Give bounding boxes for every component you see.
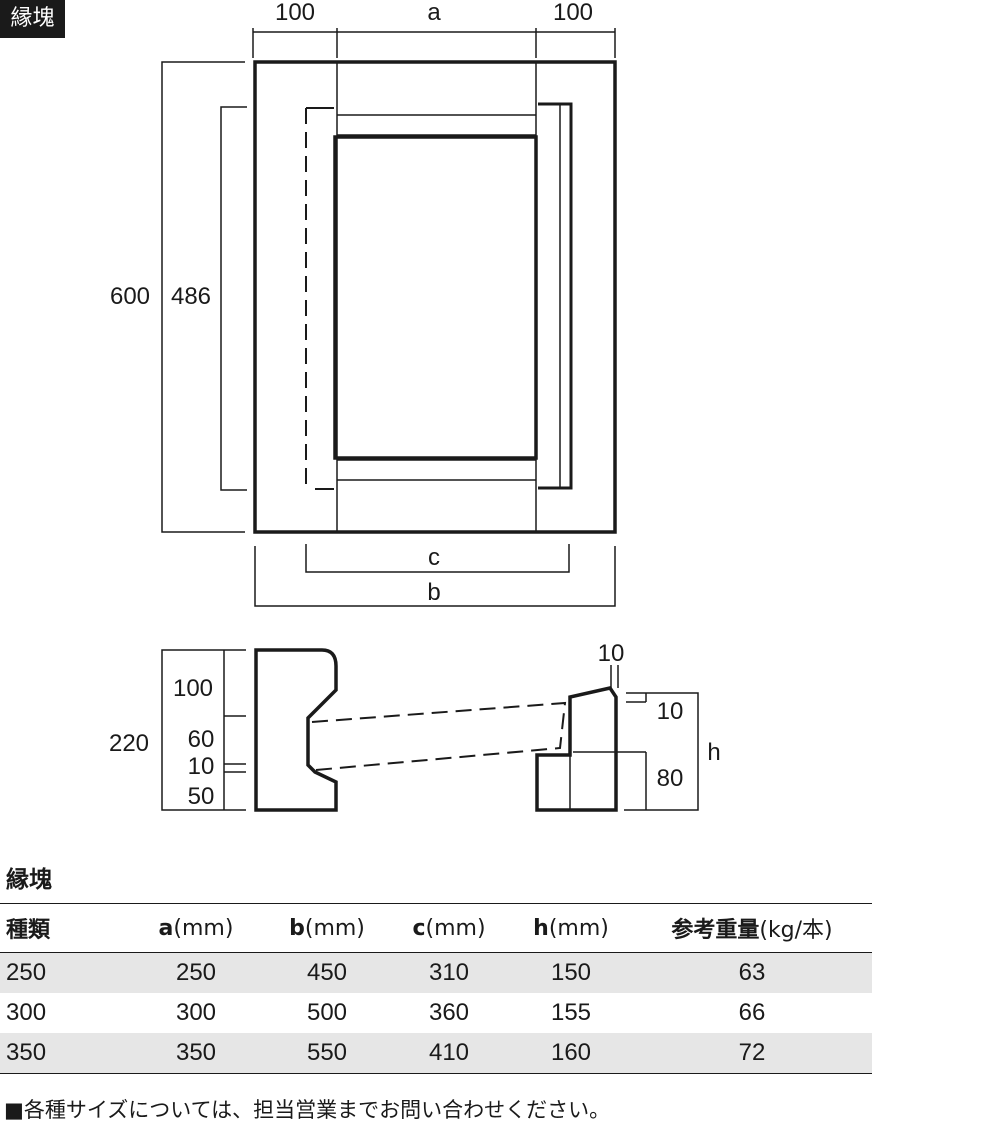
cell-b: 500	[306, 999, 348, 1026]
plan-outer-frame	[253, 60, 617, 534]
header-type: 種類	[0, 903, 126, 953]
dim-section-h: h	[707, 739, 720, 766]
cell-c: 310	[388, 952, 510, 993]
dim-c: c	[428, 544, 440, 571]
table-header-row: 種類 a(mm) b(mm) c(mm) h(mm) 参考重量(kg/本)	[0, 903, 872, 953]
header-b: b(mm)	[266, 903, 388, 953]
cell-a: 300	[175, 999, 217, 1026]
cell-h: 160	[510, 1033, 632, 1074]
spec-table: 種類 a(mm) b(mm) c(mm) h(mm) 参考重量(kg/本) 25…	[0, 903, 872, 1074]
cell-type: 350	[0, 1033, 126, 1074]
header-c: c(mm)	[388, 903, 510, 953]
dim-section-80: 80	[657, 765, 684, 792]
dim-section-total: 220	[109, 730, 149, 757]
dim-b: b	[427, 579, 440, 606]
dim-section-right-10: 10	[657, 698, 684, 725]
cell-a: 250	[126, 952, 266, 993]
table-row: 350 350 550 410 160 72	[0, 1033, 872, 1074]
cell-c: 360	[428, 999, 470, 1026]
table-row: 250 250 450 310 150 63	[0, 952, 872, 993]
cell-weight: 63	[632, 952, 872, 993]
plan-inner-opening	[333, 135, 538, 460]
cell-a: 350	[126, 1033, 266, 1074]
table-title: 縁塊	[6, 867, 52, 893]
section-left-block	[254, 648, 338, 812]
dim-section-100: 100	[173, 675, 213, 702]
dim-top-mid: a	[427, 0, 441, 26]
cell-b: 550	[266, 1033, 388, 1074]
header-weight: 参考重量(kg/本)	[632, 903, 872, 953]
cell-weight: 72	[632, 1033, 872, 1074]
dim-section-50: 50	[188, 783, 215, 810]
cell-h: 155	[550, 999, 592, 1026]
footnote: ■各種サイズについては、担当営業までお問い合わせください。	[4, 1098, 611, 1122]
cell-c: 410	[388, 1033, 510, 1074]
header-h: h(mm)	[510, 903, 632, 953]
title-badge: 縁塊	[0, 0, 65, 38]
section-right-block	[535, 686, 618, 812]
dim-top-right: 100	[553, 0, 593, 26]
cell-type: 250	[0, 952, 126, 993]
cell-weight: 66	[738, 999, 766, 1026]
technical-drawing: 100 a 100 600 486 c b 220 100 60 10 50 1…	[109, 0, 721, 812]
section-hidden-slab	[311, 701, 567, 771]
dim-inner-height: 486	[171, 283, 211, 310]
dim-top-left: 100	[275, 0, 315, 26]
dim-section-60: 60	[188, 726, 215, 753]
cell-b: 450	[266, 952, 388, 993]
plan-right-lip-outer	[538, 102, 573, 490]
header-a: a(mm)	[126, 903, 266, 953]
dim-section-10: 10	[188, 753, 215, 780]
dim-section-top-10: 10	[598, 640, 625, 667]
cell-h: 150	[510, 952, 632, 993]
table-row: 300 300 500 360 155 66	[0, 993, 872, 1033]
cell-type: 300	[6, 999, 47, 1026]
dim-outer-height: 600	[110, 283, 150, 310]
